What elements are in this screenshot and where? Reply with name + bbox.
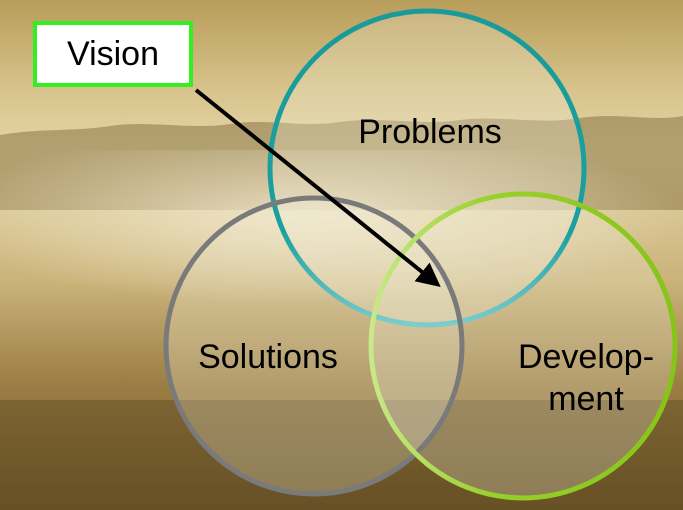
problems-circle[interactable] [267,8,587,328]
development-label: Develop- ment [486,336,683,420]
solutions-label-text: Solutions [198,338,338,376]
problems-circle-fill [270,11,584,325]
vision-callout-label: Vision [67,34,159,73]
development-label-line-2: ment [548,380,624,418]
vision-callout[interactable]: Vision [33,21,193,87]
development-circle-fill [371,194,675,498]
solutions-circle[interactable] [163,195,465,497]
venn-outlines [163,8,678,501]
problems-label: Problems [335,111,525,153]
development-circle[interactable] [368,191,678,501]
problems-label-text: Problems [358,113,502,151]
development-label-line-1: Develop- [517,338,655,376]
vision-arrow [194,88,441,288]
solutions-label: Solutions [168,336,368,378]
